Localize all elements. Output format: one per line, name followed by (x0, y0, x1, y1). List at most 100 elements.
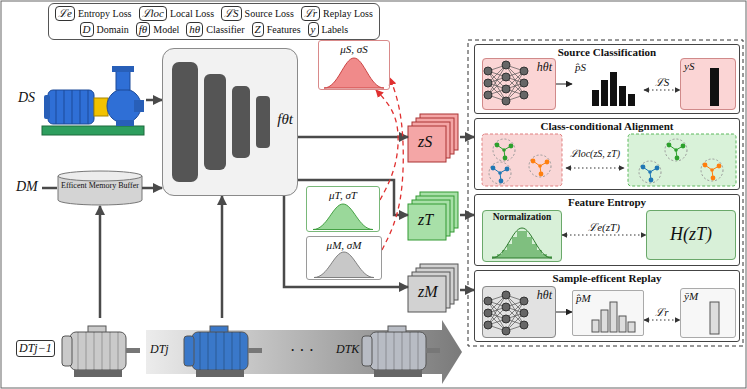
pump-illustration (48, 90, 94, 124)
cluster-panels (529, 155, 551, 177)
classifier-fills (646, 210, 736, 260)
legend-symbol: ℒS (221, 6, 242, 21)
objective-box: hθt p̂M ȳM Sample-efficent Replay (474, 270, 740, 342)
legend-item: ℒSSource Loss (221, 6, 294, 21)
statistics-box: μM, σM (306, 236, 382, 280)
prediction-bars (610, 302, 617, 332)
label-text: ȳM (684, 290, 698, 302)
connector (298, 136, 408, 139)
pump-illustration (134, 100, 144, 112)
connector (644, 320, 680, 321)
loss-label: ℒloc(zS, zT) (570, 146, 620, 160)
histogram (492, 228, 552, 258)
entropy-box: H(zT) (646, 210, 736, 260)
prediction-bars (592, 90, 599, 106)
model-label: fθt (277, 111, 293, 128)
classifier-label: hθt (537, 60, 552, 75)
legend-item: ℒeEntropy Loss (55, 6, 132, 21)
motor-illustrations (62, 326, 140, 377)
connector (460, 289, 474, 292)
classifier-box: hθt (482, 286, 556, 338)
legend-item: fθModel (136, 22, 180, 37)
legend-text: Source Loss (245, 8, 294, 19)
cluster-panels (665, 139, 687, 161)
histogram (492, 228, 552, 258)
legend-item: DDomain (80, 22, 129, 37)
prediction-box: p̂M (572, 290, 644, 336)
label-text: yS (684, 60, 694, 72)
illustration (484, 61, 528, 105)
legend-text: Replay Loss (323, 8, 373, 19)
source-domain: DS (14, 60, 146, 140)
connector (556, 312, 572, 313)
connector (376, 90, 398, 200)
motor-illustrations (62, 326, 440, 377)
classifier-fills (572, 290, 644, 336)
domain-label: DM (16, 179, 38, 195)
histogram (522, 231, 527, 258)
legend-symbol: ℒloc (139, 6, 167, 21)
label-box: ȳM (680, 288, 736, 338)
target-domain: DTj (148, 318, 266, 386)
legend-text: Labels (322, 24, 349, 35)
legend-box: ℒeEntropy Loss ℒlocLocal Loss ℒSSource Los… (48, 3, 380, 40)
label-box: yS (680, 58, 736, 110)
histogram (527, 237, 532, 258)
memory-cylinder (58, 171, 142, 181)
entropy-label: H(zT) (647, 224, 735, 245)
pump-illustration (116, 120, 134, 126)
gaussian-plots (324, 58, 384, 88)
cluster-panels (482, 134, 562, 186)
prediction-bars (601, 310, 608, 332)
section-title: Feature Entropy (475, 196, 739, 208)
domain-label: DTj (150, 342, 169, 357)
histogram (507, 244, 512, 258)
objective-box: hθtp̂SySSource Classification (474, 44, 740, 114)
domain-label: DTj−1 (16, 340, 55, 357)
feature-label: zT (418, 211, 433, 229)
normalization-box: Normalization (482, 210, 562, 262)
statistics-box: μT, σT (306, 186, 380, 232)
classifier-fills (482, 286, 556, 338)
domain-sequence-arrow (146, 320, 462, 384)
classifier-fills (680, 58, 736, 110)
connector (284, 196, 408, 287)
connector (460, 136, 474, 139)
model-layers (256, 96, 270, 148)
model-layers (232, 86, 250, 158)
statistics-box: μS, σS (318, 40, 390, 90)
feature-stack: zS (408, 112, 460, 162)
classifier-fills (482, 210, 562, 262)
target-domain: DTK (334, 318, 444, 386)
legend-item: hθClassifier (186, 22, 244, 37)
connector (556, 84, 572, 85)
legend-text: Local Loss (170, 8, 214, 19)
loss-label: ℒS (653, 74, 672, 89)
legend-symbol: y (308, 22, 319, 37)
pump-illustration (116, 70, 130, 90)
histogram (517, 231, 522, 258)
legend-item: ℒlocLocal Loss (139, 6, 215, 21)
histogram (512, 237, 517, 258)
classifier-fills (482, 58, 556, 110)
loss-label: ℒr (653, 304, 670, 319)
prediction-label: p̂M (576, 292, 591, 304)
connector (221, 196, 224, 318)
legend-item: ZFeatures (252, 22, 301, 37)
memory-buffer: Efficent Memory Buffer (58, 170, 142, 206)
legend-item: ℒrReplay Loss (301, 6, 373, 21)
connector (562, 235, 646, 236)
cluster-panels (493, 139, 515, 161)
legend-symbol: hθ (186, 22, 203, 37)
feature-stack: zM (408, 262, 460, 312)
section-title: Sample-efficent Replay (475, 272, 739, 284)
prediction-bars (628, 322, 635, 332)
buffer-label: Efficent Memory Buffer (60, 182, 140, 191)
legend-symbol: D (80, 22, 94, 37)
prediction-bars (710, 68, 719, 106)
pump-illustration (94, 98, 108, 116)
legend-symbol: Z (252, 22, 264, 37)
gaussian-plots (314, 252, 374, 278)
statistics-label: μT, σT (307, 189, 379, 201)
